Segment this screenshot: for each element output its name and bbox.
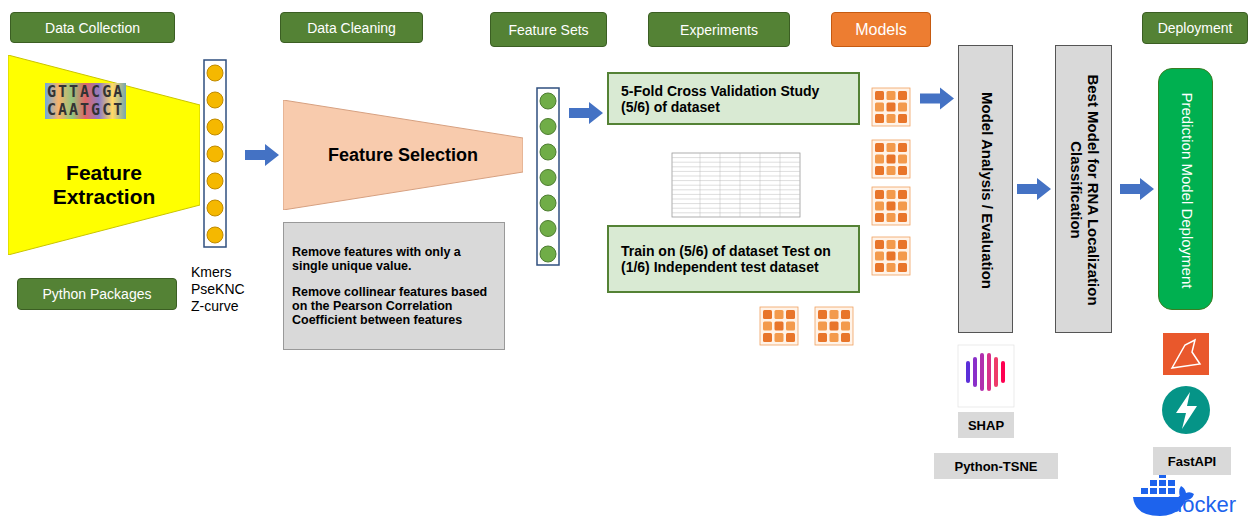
- feature-column: [537, 88, 559, 265]
- model-cube-icon: [760, 307, 798, 345]
- node-text: Remove collinear features based on the P…: [292, 285, 496, 327]
- model-cube-icon: [815, 307, 853, 345]
- feature-dot: [207, 119, 223, 135]
- flow-arrow: [1017, 178, 1051, 200]
- stage-header: Feature Sets: [490, 12, 607, 47]
- model-cube-icon: [872, 187, 910, 225]
- stage-header: Python Packages: [17, 278, 177, 310]
- process-box: Remove features with only a single uniqu…: [283, 222, 505, 350]
- model-cube-icon: [872, 88, 910, 126]
- node-text: 5-Fold Cross Validation Study (5/6) of d…: [621, 83, 846, 115]
- node-text: Feature Sets: [508, 22, 588, 38]
- node-text: Feature Extraction: [28, 161, 180, 209]
- flow-arrow: [1120, 178, 1154, 200]
- node-text: FastAPI: [1168, 454, 1216, 469]
- feature-dot: [207, 227, 223, 243]
- fastapi-logo: [1162, 386, 1210, 434]
- node-text: SHAP: [968, 418, 1004, 433]
- dna-sequence: CAATGCT: [45, 101, 126, 119]
- process-box: Train on (5/6) of dataset Test on (1/6) …: [607, 225, 860, 293]
- feature-dot: [207, 146, 223, 162]
- node-text: Prediction Model Deployment: [1178, 77, 1195, 303]
- stage-header: Deployment: [1142, 12, 1248, 44]
- feature-dot: [207, 173, 223, 189]
- feature-dot: [540, 170, 556, 186]
- feature-dot: [207, 92, 223, 108]
- vertical-box: Best Model for RNA Localization Classifi…: [1055, 45, 1112, 333]
- flow-arrow: [920, 88, 954, 110]
- flow-arrow: [245, 144, 279, 166]
- feature-dot: [540, 195, 556, 211]
- model-cube-icon: [872, 237, 910, 275]
- feature-dot: [540, 246, 556, 262]
- feature-method-label: Z-curve: [191, 298, 238, 314]
- feature-method-label: PseKNC: [191, 281, 245, 297]
- stage-header: Experiments: [648, 12, 790, 47]
- feature-dot: [540, 119, 556, 135]
- feature-column: [204, 60, 226, 247]
- process-box: Python-TSNE: [934, 453, 1058, 479]
- node-text: Feature Selection: [328, 145, 478, 166]
- node-text: Experiments: [680, 22, 758, 38]
- results-table: [672, 153, 800, 217]
- feature-method-label: Kmers: [191, 264, 231, 280]
- feature-dot: [540, 93, 556, 109]
- shap-logo: [958, 345, 1014, 407]
- node-text: Python-TSNE: [954, 459, 1037, 474]
- node-text: Train on (5/6) of dataset Test on (1/6) …: [621, 243, 846, 275]
- feature-dot: [207, 65, 223, 81]
- vertical-box: Prediction Model Deployment: [1158, 68, 1213, 310]
- node-text: Models: [855, 21, 907, 39]
- stage-header: Data Collection: [10, 12, 175, 43]
- node-text: Model Analysis / Evaluation: [978, 54, 995, 326]
- uvicorn-logo: [1163, 333, 1209, 375]
- flow-arrow: [569, 102, 603, 124]
- stage-header: Data Cleaning: [280, 12, 423, 43]
- feature-dot: [207, 200, 223, 216]
- dna-sequence: GTTACGA: [45, 83, 126, 101]
- node-text: Data Collection: [45, 20, 140, 36]
- node-text: Data Cleaning: [307, 20, 396, 36]
- feature-dot: [540, 221, 556, 237]
- feature-dot: [540, 144, 556, 160]
- node-text: Remove features with only a single uniqu…: [292, 245, 496, 273]
- stage-header: Models: [831, 12, 931, 47]
- model-cube-icon: [872, 140, 910, 178]
- process-box: SHAP: [958, 412, 1014, 438]
- node-text: Best Model for RNA Localization Classifi…: [1068, 54, 1102, 326]
- node-text: Deployment: [1158, 20, 1233, 36]
- logo-text: docker: [1170, 492, 1236, 518]
- process-box: FastAPI: [1153, 447, 1231, 475]
- node-text: Python Packages: [43, 286, 152, 302]
- trapezoid-box: Feature Selection: [283, 100, 523, 210]
- vertical-box: Model Analysis / Evaluation: [958, 45, 1013, 333]
- process-box: 5-Fold Cross Validation Study (5/6) of d…: [607, 72, 860, 125]
